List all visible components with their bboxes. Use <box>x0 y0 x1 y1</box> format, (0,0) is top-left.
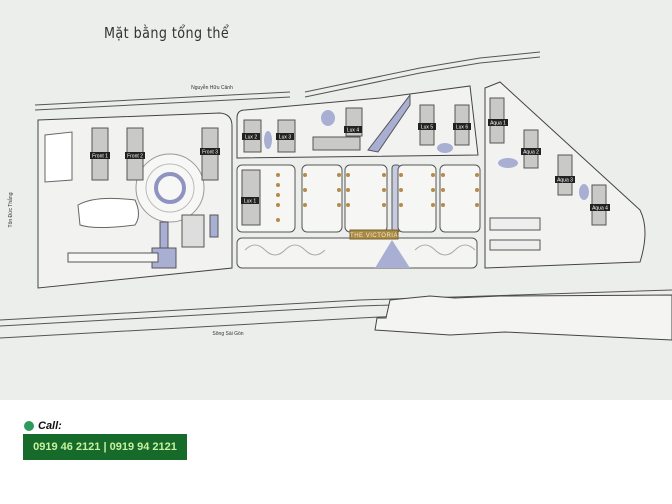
label-lux-5: Lux 5 <box>421 125 433 131</box>
townhouse-blocks <box>236 164 481 233</box>
label-lux-1: Lux 1 <box>244 199 256 205</box>
label-lux-4: Lux 4 <box>347 128 359 134</box>
label-lux-6: Lux 6 <box>456 125 468 131</box>
label-aqua-4: Aqua 4 <box>592 206 608 212</box>
phone-numbers-banner[interactable]: 0919 46 2121 | 0919 94 2121 <box>23 434 187 460</box>
project-badge <box>349 229 399 240</box>
river-label: Sông Sài Gòn <box>212 331 243 337</box>
call-label-row: Call: <box>24 420 62 432</box>
park-strip <box>236 237 478 269</box>
call-label: Call: <box>38 420 62 432</box>
aqua-zone <box>484 81 646 269</box>
front-zone <box>37 112 233 289</box>
road-label-north: Nguyễn Hữu Cảnh <box>191 84 233 91</box>
label-aqua-1: Aqua 1 <box>490 121 506 127</box>
road-label-west: Tôn Đức Thắng <box>7 192 14 227</box>
label-aqua-3: Aqua 3 <box>557 178 573 184</box>
project-name: THE VICTORIA <box>350 233 398 239</box>
label-front-2: Front 2 <box>127 154 143 160</box>
plan-title: Mặt bằng tổng thể <box>104 24 230 42</box>
label-aqua-2: Aqua 2 <box>523 150 539 156</box>
phone-icon <box>24 421 34 431</box>
label-front-1: Front 1 <box>92 154 108 160</box>
building-labels: Front 1 Front 2 Front 3 Lux 1 Lux 2 Lux … <box>90 119 610 212</box>
label-lux-3: Lux 3 <box>279 135 291 141</box>
label-front-3: Front 3 <box>202 150 218 156</box>
plot-markers <box>276 173 479 222</box>
label-lux-2: Lux 2 <box>245 135 257 141</box>
lux-zone <box>236 85 479 159</box>
master-plan-map: Front 1 Front 2 Front 3 Lux 1 Lux 2 Lux … <box>0 0 672 400</box>
riverside-building <box>374 294 672 341</box>
